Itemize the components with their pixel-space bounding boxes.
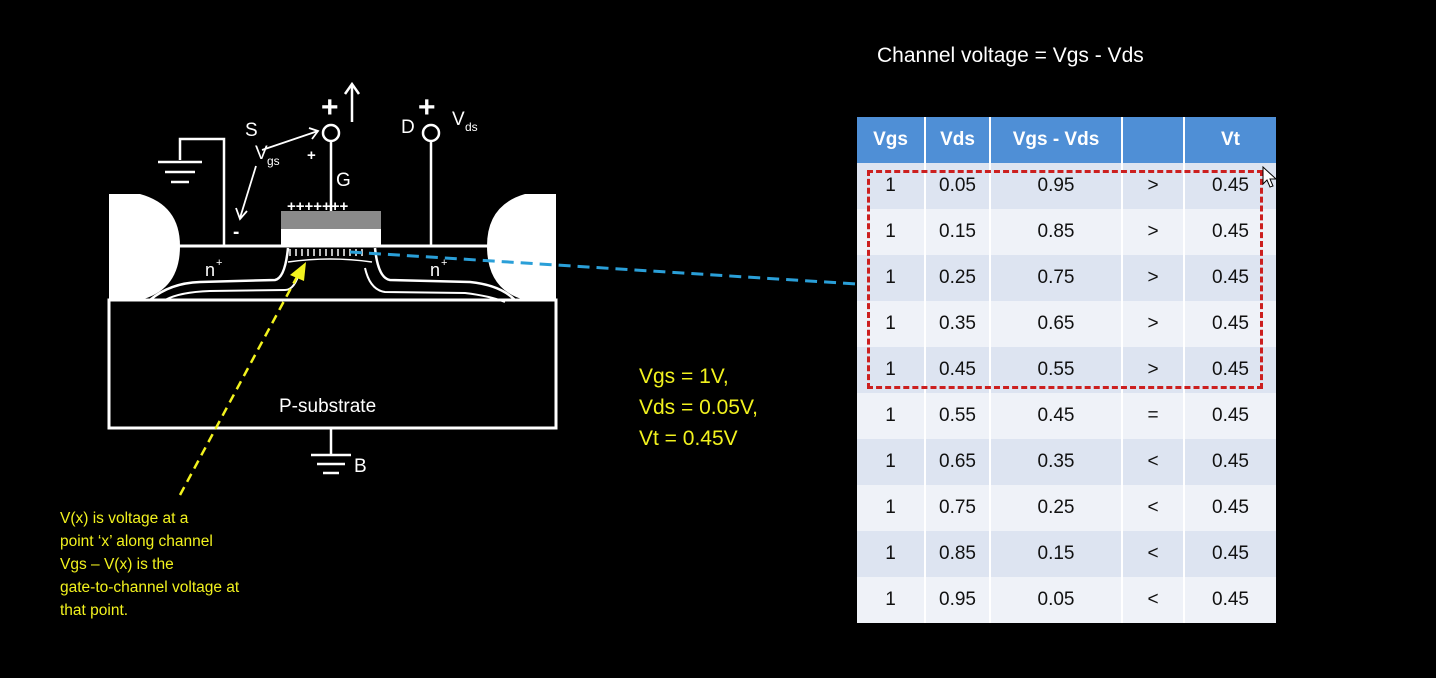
svg-text:+: +	[441, 257, 447, 269]
vgs-plus-label: +	[307, 147, 316, 164]
vds-label: V	[452, 109, 465, 130]
substrate-label: P-substrate	[279, 396, 376, 417]
table-cell: 0.75	[990, 255, 1123, 301]
header-vgs: Vgs	[857, 117, 926, 163]
gate-oxide	[281, 229, 381, 246]
given-vgs: Vgs = 1V,	[639, 365, 729, 388]
given-vds: Vds = 0.05V,	[639, 396, 758, 419]
highlight-box	[867, 170, 1263, 389]
table-cell: 1	[857, 531, 926, 577]
gate-terminal	[321, 123, 341, 143]
gate-electrode	[281, 211, 381, 229]
given-values: Vgs = 1V, Vds = 0.05V, Vt = 0.45V	[639, 361, 758, 454]
drain-region-outline	[373, 247, 516, 301]
table-cell: 0.45	[1184, 393, 1276, 439]
source-wire	[178, 137, 226, 246]
table-cell: 1	[857, 393, 926, 439]
source-nplus-label: n	[205, 260, 215, 280]
header-vgs-minus-vds: Vgs - Vds	[990, 117, 1123, 163]
table-cell: 0.45	[1184, 439, 1276, 485]
table-cell: 1	[857, 439, 926, 485]
table-cell: 0.45	[1184, 577, 1276, 623]
table-cell: >	[1122, 347, 1185, 393]
gate-plus-label: +	[321, 91, 339, 124]
table-cell: <	[1122, 577, 1185, 623]
substrate-body	[107, 298, 558, 430]
drain-nplus-label: n	[430, 260, 440, 280]
table-cell: 0.25	[990, 485, 1123, 531]
vds-subscript: ds	[465, 120, 478, 134]
mouse-cursor-icon	[1262, 166, 1278, 188]
table-cell: 0.25	[925, 255, 991, 301]
source-region-outline	[149, 247, 290, 301]
vgs-minus-label: -	[233, 222, 239, 243]
table-cell: 0.15	[925, 209, 991, 255]
vgs-subscript: gs	[267, 154, 280, 168]
gate-charges-label: +++++++	[287, 198, 349, 215]
table-cell: 0.55	[925, 393, 991, 439]
given-vt: Vt = 0.45V	[639, 427, 738, 450]
table-cell: =	[1122, 393, 1185, 439]
table-cell: <	[1122, 439, 1185, 485]
table-cell: <	[1122, 485, 1185, 531]
table-cell: 0.35	[990, 439, 1123, 485]
table-cell: 1	[857, 485, 926, 531]
left-isolation	[109, 194, 180, 300]
body-label: B	[354, 456, 367, 477]
table-cell: 0.35	[925, 301, 991, 347]
header-vds: Vds	[925, 117, 991, 163]
table-cell: >	[1122, 209, 1185, 255]
table-cell: <	[1122, 531, 1185, 577]
table-cell: 0.45	[925, 347, 991, 393]
table-cell: 0.65	[925, 439, 991, 485]
point-x-arrowhead-icon	[290, 262, 306, 281]
table-cell: 0.65	[990, 301, 1123, 347]
gate-label: G	[336, 170, 351, 191]
table-cell: 0.55	[990, 347, 1123, 393]
source-label: S	[245, 120, 258, 141]
header-compare	[1122, 117, 1185, 163]
table-cell: 0.15	[990, 531, 1123, 577]
channel-voltage-title: Channel voltage = Vgs - Vds	[877, 44, 1144, 67]
drain-terminal	[421, 123, 441, 143]
drain-plus-label: +	[418, 91, 436, 124]
table-cell: 0.45	[1184, 485, 1276, 531]
table-cell: 0.95	[925, 577, 991, 623]
table-header-row: Vgs Vds Vgs - Vds Vt	[857, 117, 1276, 163]
drain-label: D	[401, 117, 415, 138]
table-cell: 0.85	[925, 531, 991, 577]
table-cell: 0.45	[1184, 531, 1276, 577]
svg-text:+: +	[216, 257, 222, 269]
table-cell: 0.75	[925, 485, 991, 531]
table-cell: >	[1122, 301, 1185, 347]
table-cell: 0.45	[990, 393, 1123, 439]
right-isolation	[487, 194, 556, 300]
channel-connector	[349, 250, 858, 286]
source-depletion-outline	[164, 269, 301, 301]
point-x-arrow	[178, 274, 300, 496]
table-cell: 0.05	[990, 577, 1123, 623]
vgs-arrow-down-icon	[239, 165, 257, 219]
channel-edge	[287, 258, 373, 263]
table-cell: >	[1122, 255, 1185, 301]
drain-depletion-outline	[364, 267, 506, 303]
header-vt: Vt	[1184, 117, 1276, 163]
table-cell: 1	[857, 577, 926, 623]
table-cell: 0.85	[990, 209, 1123, 255]
vx-note: V(x) is voltage at a point ‘x’ along cha…	[60, 510, 240, 619]
vgs-arrow-up-icon	[261, 130, 319, 151]
vgs-label: V	[255, 143, 268, 164]
